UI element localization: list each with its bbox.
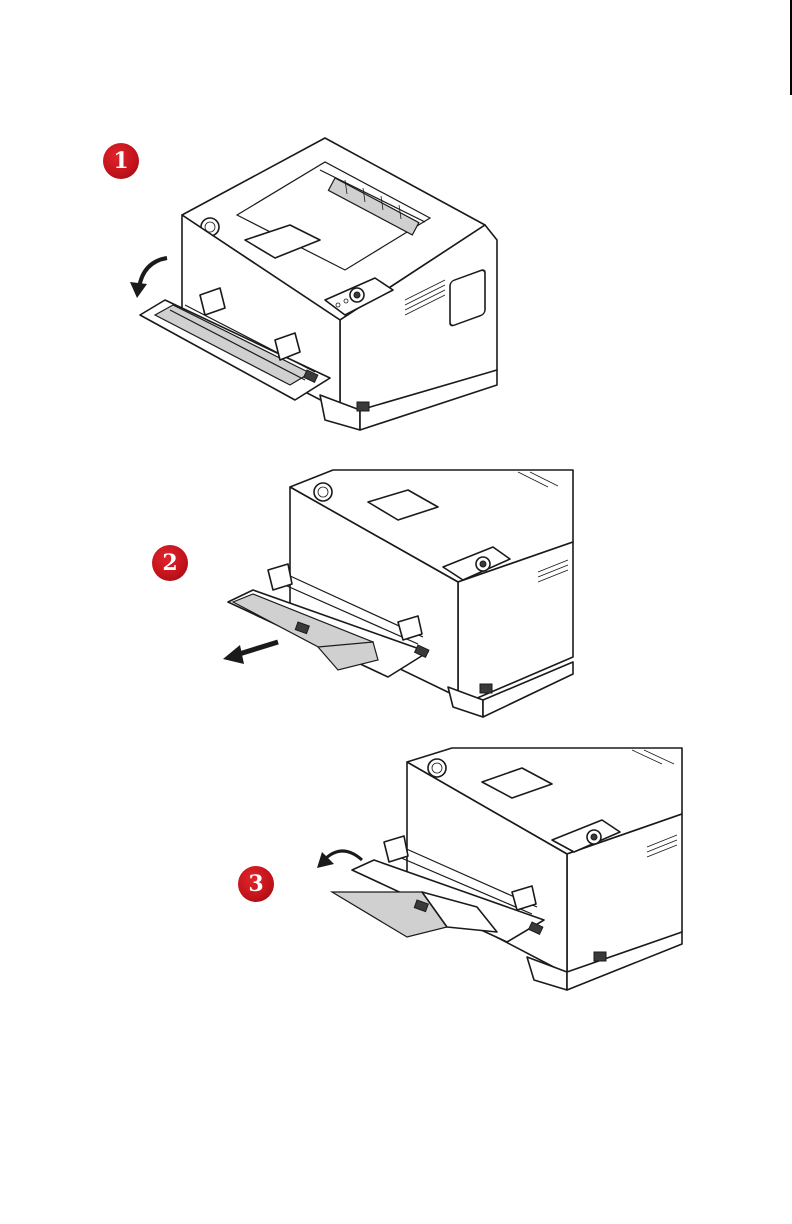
printer-step-1-illustration xyxy=(125,130,515,440)
straight-left-arrow-icon xyxy=(236,642,278,655)
curved-left-arrow-icon xyxy=(324,851,362,860)
step-3-badge: 3 xyxy=(238,866,274,902)
curved-down-arrow-icon xyxy=(139,258,167,288)
step-3-number: 3 xyxy=(248,871,263,897)
printer-step-3-illustration xyxy=(312,742,684,992)
step-2-number: 2 xyxy=(162,550,177,576)
printer-step-2-illustration xyxy=(218,462,578,722)
step-2-badge: 2 xyxy=(152,545,188,581)
